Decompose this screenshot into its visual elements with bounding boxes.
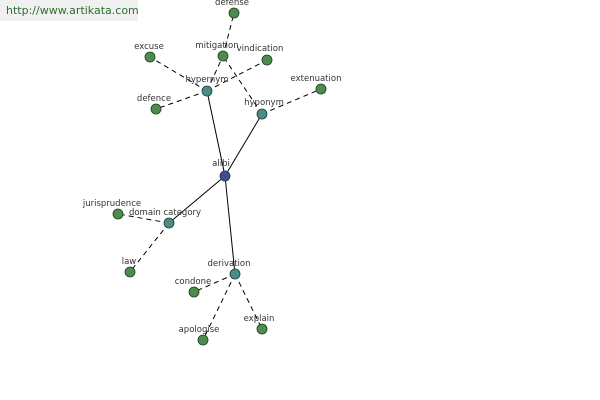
label-alibi[interactable]: alibi <box>212 159 230 169</box>
edge-derivation-apologise <box>202 273 236 341</box>
node-defence[interactable] <box>150 103 162 115</box>
edge-hyponym-mitigation <box>222 55 263 115</box>
edge-alibi-hyponym <box>224 113 263 177</box>
node-explain[interactable] <box>256 323 268 335</box>
label-vindication[interactable]: vindication <box>237 44 284 54</box>
node-domain-category[interactable] <box>163 217 175 229</box>
node-extenuation[interactable] <box>315 83 327 95</box>
label-hypernym[interactable]: hypernym <box>185 75 228 85</box>
node-apologise[interactable] <box>197 334 209 346</box>
label-hyponym[interactable]: hyponym <box>244 98 284 108</box>
label-defense[interactable]: defense <box>215 0 249 8</box>
label-extenuation[interactable]: extenuation <box>291 74 342 84</box>
node-hyponym[interactable] <box>256 108 268 120</box>
node-vindication[interactable] <box>261 54 273 66</box>
label-derivation[interactable]: derivation <box>207 259 250 269</box>
edge-hypernym-excuse <box>149 56 208 92</box>
graph-labels: alibi hypernym hyponym domain category d… <box>82 0 342 335</box>
edge-derivation-condone <box>193 273 236 293</box>
edge-hypernym-vindication <box>206 59 268 92</box>
node-alibi[interactable] <box>219 170 231 182</box>
label-condone[interactable]: condone <box>175 277 211 287</box>
edge-mitigation-defense <box>222 12 235 57</box>
node-excuse[interactable] <box>144 51 156 63</box>
node-law[interactable] <box>124 266 136 278</box>
node-mitigation[interactable] <box>217 50 229 62</box>
label-jurisprudence[interactable]: jurisprudence <box>82 199 141 209</box>
label-domain-category[interactable]: domain category <box>129 208 201 218</box>
site-url-banner[interactable]: http://www.artikata.com <box>0 0 139 21</box>
graph-edges <box>117 12 322 341</box>
node-condone[interactable] <box>188 286 200 298</box>
edge-alibi-derivation <box>224 175 236 275</box>
label-law[interactable]: law <box>122 257 137 267</box>
label-apologise[interactable]: apologise <box>179 325 220 335</box>
edge-hyponym-extenuation <box>261 88 322 115</box>
node-defense[interactable] <box>228 7 240 19</box>
edge-alibi-domain-category <box>168 175 226 224</box>
label-excuse[interactable]: excuse <box>134 42 164 52</box>
edge-hypernym-defence <box>155 90 208 110</box>
node-hypernym[interactable] <box>201 85 213 97</box>
edge-derivation-explain <box>234 273 263 330</box>
node-jurisprudence[interactable] <box>112 208 124 220</box>
label-defence[interactable]: defence <box>137 94 171 104</box>
edge-alibi-hypernym <box>206 90 226 177</box>
graph-nodes <box>112 7 327 346</box>
node-derivation[interactable] <box>229 268 241 280</box>
label-mitigation[interactable]: mitigation <box>195 41 238 51</box>
edge-domain-law <box>129 222 170 273</box>
edge-hypernym-mitigation <box>206 55 224 92</box>
label-explain[interactable]: explain <box>244 314 275 324</box>
